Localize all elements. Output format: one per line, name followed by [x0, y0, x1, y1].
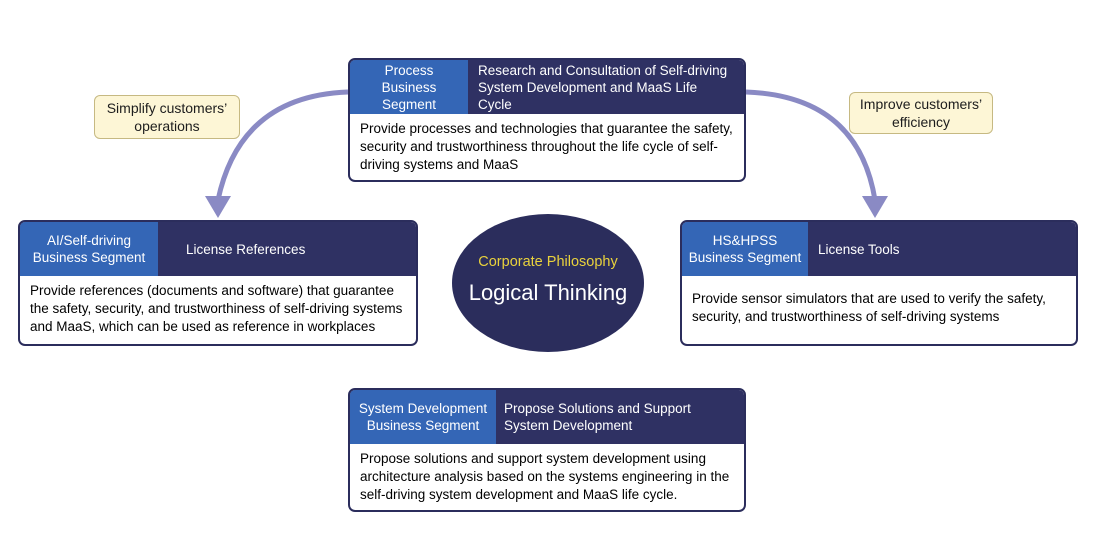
card-title: Propose Solutions and Support System Dev… [504, 401, 691, 433]
arrow-left-head [205, 196, 231, 218]
card-header: Process Business Segment Research and Co… [350, 60, 744, 114]
segment-label: HS&HPSS Business Segment [682, 222, 808, 276]
card-header: HS&HPSS Business Segment License Tools [682, 222, 1076, 276]
card-process: Process Business Segment Research and Co… [348, 58, 746, 182]
card-system-development: System Development Business Segment Prop… [348, 388, 746, 512]
segment-label: System Development Business Segment [350, 390, 496, 444]
bubble-improve: Improve customers’ efficiency [849, 92, 993, 134]
card-body: Provide sensor simulators that are used … [692, 291, 1046, 324]
card-header: System Development Business Segment Prop… [350, 390, 744, 444]
bubble-simplify: Simplify customers’ operations [94, 95, 240, 139]
card-body: Provide references (documents and softwa… [30, 283, 403, 334]
card-title: License Tools [818, 241, 900, 257]
card-body: Propose solutions and support system dev… [360, 451, 730, 502]
arrow-right [745, 89, 878, 201]
philosophy-subtitle: Corporate Philosophy [478, 254, 618, 270]
corporate-philosophy-ellipse: Corporate Philosophy Logical Thinking [452, 214, 644, 352]
card-header: AI/Self-driving Business Segment License… [20, 222, 416, 276]
arrow-right-head [862, 196, 888, 218]
card-title: Research and Consultation of Self-drivin… [478, 62, 728, 112]
card-title: License References [186, 241, 306, 257]
card-body: Provide processes and technologies that … [360, 121, 733, 172]
card-hs-hpss: HS&HPSS Business Segment License Tools P… [680, 220, 1078, 346]
segment-label: AI/Self-driving Business Segment [20, 222, 158, 276]
arrow-left [215, 89, 349, 201]
card-ai-self-driving: AI/Self-driving Business Segment License… [18, 220, 418, 346]
segment-label: Process Business Segment [350, 60, 468, 114]
philosophy-title: Logical Thinking [468, 280, 628, 305]
